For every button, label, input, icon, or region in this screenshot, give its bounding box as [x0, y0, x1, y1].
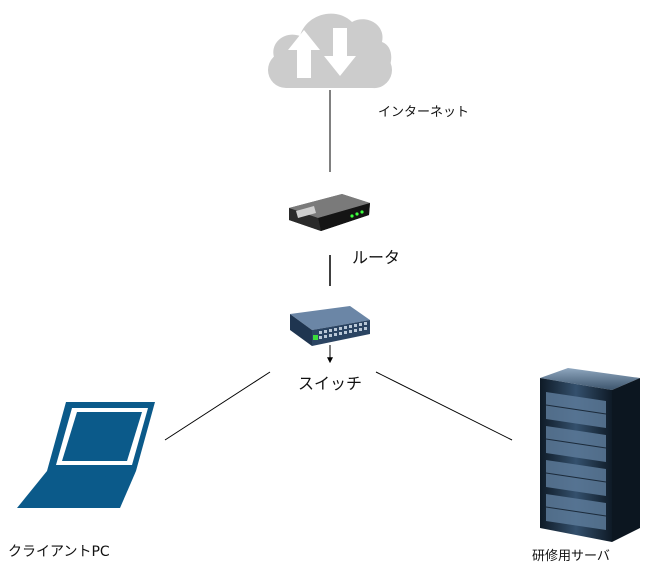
- server-rack-icon: [540, 368, 640, 542]
- laptop-icon: [17, 402, 155, 508]
- cloud-icon: [268, 13, 392, 89]
- client-pc-label: クライアントPC: [8, 544, 110, 560]
- training-server-label: 研修用サーバ: [532, 549, 610, 564]
- router-icon: [289, 194, 370, 231]
- switch-label: スイッチ: [298, 374, 363, 393]
- internet-label: インターネット: [378, 105, 470, 120]
- connector-switch-client: [164, 371, 271, 441]
- network-switch-icon: [290, 306, 370, 346]
- router-label: ルータ: [352, 248, 401, 267]
- connector-switch-server: [375, 371, 513, 441]
